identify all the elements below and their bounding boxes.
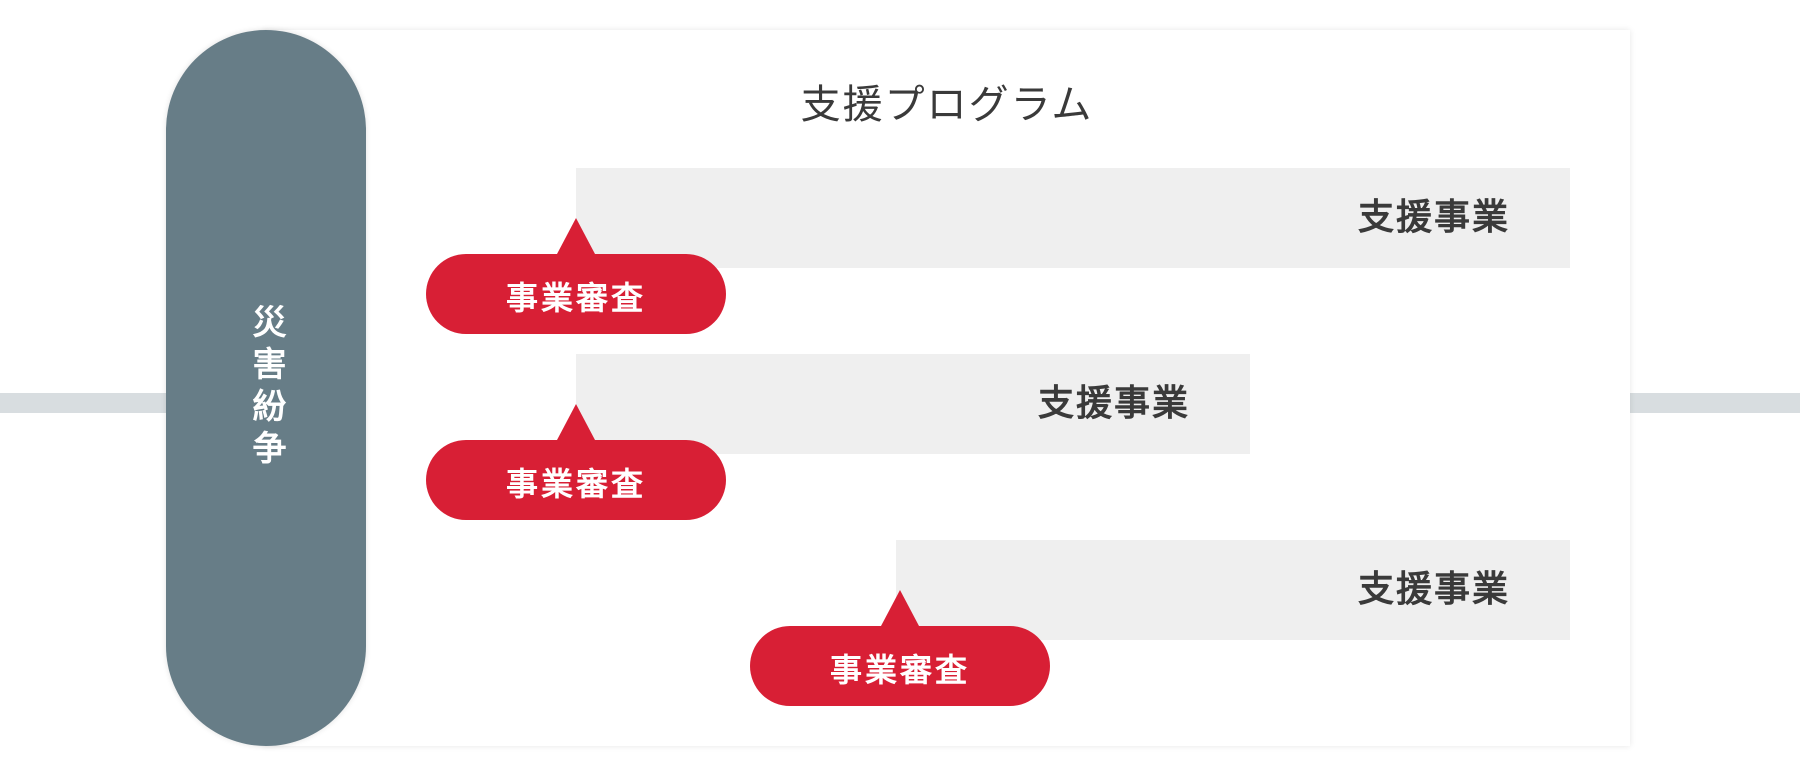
- support-project-label: 支援事業: [1037, 383, 1190, 424]
- support-project-bar: 支援事業: [896, 540, 1570, 640]
- support-project-bar: 支援事業: [576, 168, 1570, 268]
- category-label: 災害紛争: [246, 304, 286, 472]
- project-review-badge: 事業審査: [750, 590, 1050, 706]
- project-review-badge: 事業審査: [426, 218, 726, 334]
- project-review-badge: 事業審査: [426, 404, 726, 520]
- program-title: 支援プログラム: [800, 82, 1094, 128]
- support-project-bar: 支援事業: [576, 354, 1250, 454]
- support-project-label: 支援事業: [1357, 569, 1510, 610]
- support-project-label: 支援事業: [1357, 197, 1510, 238]
- category-pill: 災害紛争: [166, 30, 366, 746]
